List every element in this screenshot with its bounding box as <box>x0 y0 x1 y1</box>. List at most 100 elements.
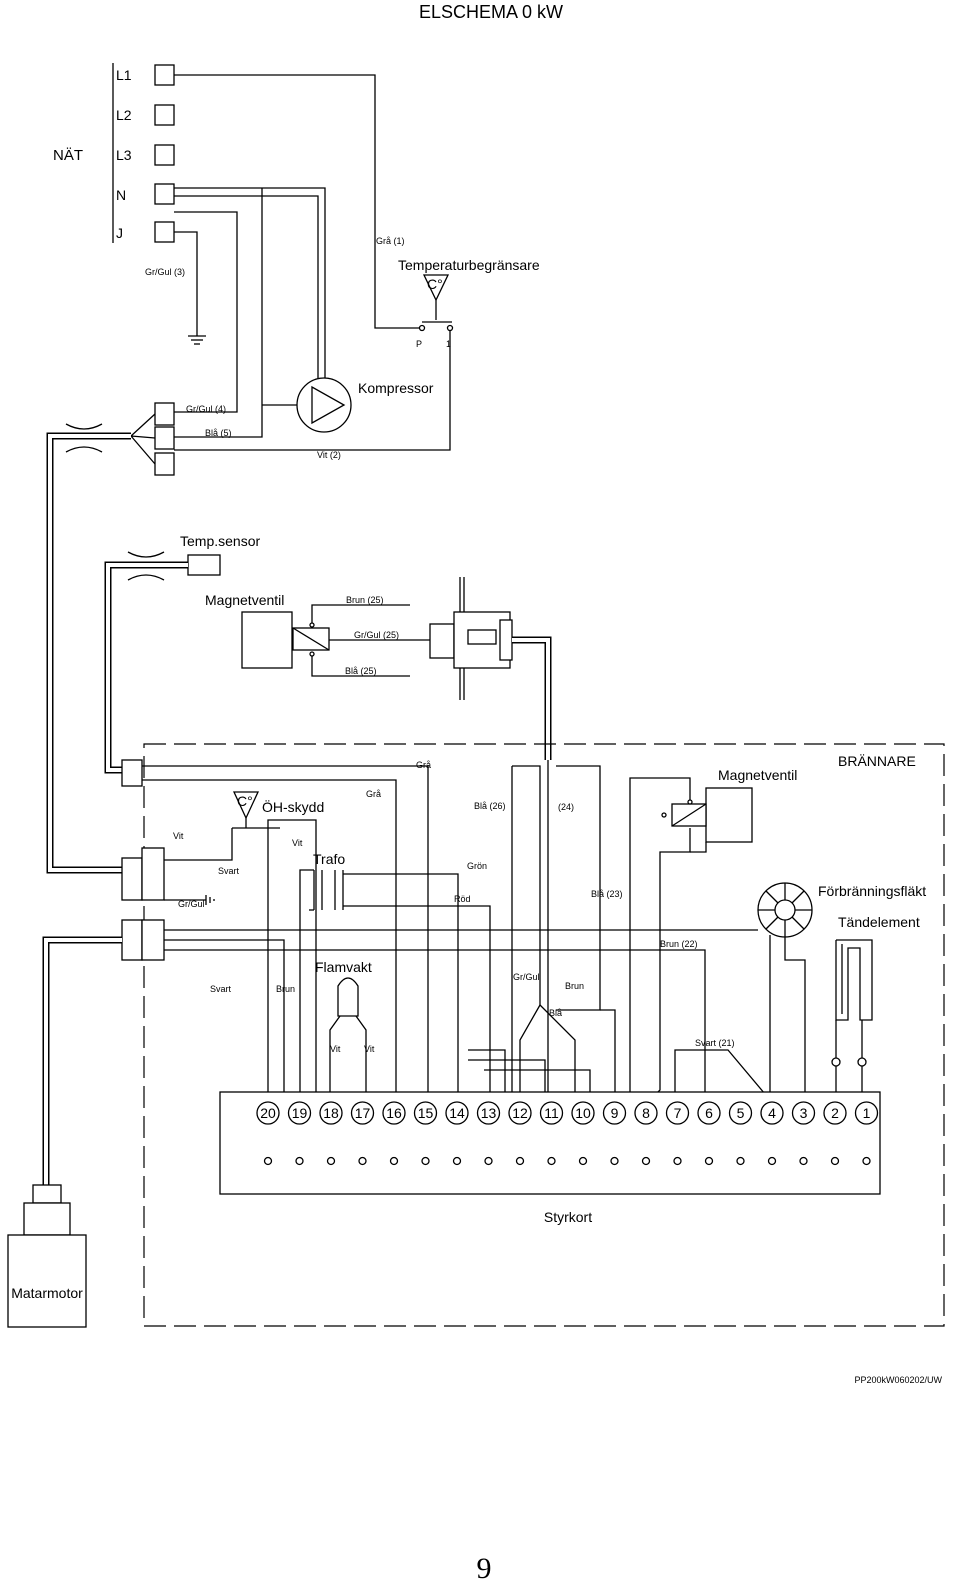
board-terminal-label: 17 <box>355 1105 371 1121</box>
feed-motor-neck <box>23 1202 71 1236</box>
net-terminal-block <box>154 144 175 166</box>
board-terminal <box>319 1101 343 1125</box>
flame-sensor-icon <box>337 977 359 1017</box>
solenoid-valve-2-body <box>705 787 753 843</box>
net-terminal-block <box>154 221 175 243</box>
doc-code: PP200kW060202/UW <box>854 1375 942 1385</box>
board-screw <box>484 1156 493 1166</box>
board-terminal-label: 1 <box>863 1105 871 1121</box>
board-screw <box>421 1156 430 1166</box>
board-screw <box>673 1156 682 1166</box>
wire-label: Brun (25) <box>346 595 384 605</box>
board-terminal-label: 12 <box>512 1105 528 1121</box>
transformer-icon <box>313 870 344 910</box>
wire-label: Vit <box>292 838 303 848</box>
board-terminal-label: 7 <box>674 1105 682 1121</box>
board-terminal <box>791 1101 816 1125</box>
board-terminal <box>571 1101 595 1125</box>
wire-label: Brun (22) <box>660 939 698 949</box>
board-terminal-label: 6 <box>705 1105 713 1121</box>
board-terminal <box>760 1101 784 1125</box>
wire-label: Brun <box>276 984 295 994</box>
celsius-label: C° <box>237 793 253 809</box>
earth-symbol <box>188 335 206 345</box>
board-terminal <box>728 1101 753 1125</box>
diagram-title: ELSCHEMA 0 kW <box>419 2 563 22</box>
board-terminal <box>256 1101 280 1125</box>
wire-label: Vit <box>330 1044 341 1054</box>
board-screw <box>862 1156 871 1166</box>
board-terminal <box>697 1101 721 1125</box>
board-terminal-label: 18 <box>323 1105 339 1121</box>
wire-label: Brun <box>565 981 584 991</box>
feed-motor-connector <box>32 1184 62 1204</box>
wire-label: Gr/Gul (3) <box>145 267 185 277</box>
board-terminal-label: 14 <box>449 1105 465 1121</box>
wire-label: Gr/Gul (4) <box>186 404 226 414</box>
board-terminal <box>634 1101 658 1125</box>
wire-label: Röd <box>454 894 471 904</box>
board-terminal <box>665 1101 690 1125</box>
wire-label: Blå (25) <box>345 666 377 676</box>
overheat-label: ÖH-skydd <box>262 798 324 815</box>
board-screw <box>736 1156 745 1166</box>
burner-head-icon <box>429 577 513 700</box>
board-screw <box>767 1156 777 1166</box>
net-terminal-label: L3 <box>116 147 132 163</box>
earth-symbol <box>205 895 215 905</box>
board-terminal-label: 8 <box>642 1105 650 1121</box>
board-terminal-label: 16 <box>386 1105 402 1121</box>
board-screw <box>515 1156 525 1166</box>
transformer-label: Trafo <box>313 851 345 867</box>
board-screw <box>704 1156 714 1166</box>
combustion-fan-label: Förbränningsfläkt <box>818 883 926 899</box>
board-screw <box>799 1156 808 1166</box>
wire-label: Blå <box>549 1008 562 1018</box>
celsius-label: C° <box>427 276 443 292</box>
wire-label: Gr/Gul <box>178 899 205 909</box>
board-screw <box>326 1156 336 1166</box>
board-screw <box>610 1156 619 1166</box>
limiter-contact-label: 1 <box>446 339 451 349</box>
board-terminal-label: 19 <box>292 1105 308 1121</box>
board-screw <box>547 1156 556 1166</box>
feed-motor-body <box>7 1234 87 1328</box>
wire-label: Grå <box>366 789 381 799</box>
wire-label: Vit (2) <box>317 450 341 460</box>
board-terminal-label: 3 <box>800 1105 808 1121</box>
net-terminal-label: J <box>116 225 123 241</box>
board-terminal <box>508 1101 532 1125</box>
board-terminal <box>539 1101 564 1125</box>
board-terminal <box>445 1101 469 1125</box>
board-terminal-label: 2 <box>831 1105 839 1121</box>
page-number: 9 <box>477 1552 492 1585</box>
burner-connector <box>121 759 143 787</box>
board-terminal <box>476 1101 501 1125</box>
board-screw <box>389 1156 399 1166</box>
overheat-sensor-icon <box>232 791 260 820</box>
net-terminal-block <box>154 64 175 86</box>
solenoid-valve-2-label: Magnetventil <box>718 767 797 783</box>
burner-connector <box>121 919 143 961</box>
temp-limiter-label: Temperaturbegränsare <box>398 257 540 273</box>
net-label: NÄT <box>53 147 83 164</box>
board-terminal-label: 9 <box>611 1105 619 1121</box>
wire-label: Blå (23) <box>591 889 623 899</box>
board-terminal <box>413 1101 438 1125</box>
net-terminal-label: L2 <box>116 107 132 123</box>
compressor-connector <box>154 452 175 476</box>
burner-connector <box>121 857 143 901</box>
feed-motor-label: Matarmotor <box>11 1285 83 1301</box>
board-terminal <box>602 1101 627 1125</box>
wire-label: Blå (5) <box>205 428 232 438</box>
flame-guard-label: Flamvakt <box>315 959 372 975</box>
wire-label: Vit <box>173 831 184 841</box>
board-screw <box>578 1156 588 1166</box>
net-terminal-block <box>154 183 175 205</box>
board-terminal <box>823 1101 847 1125</box>
temp-sensor-label: Temp.sensor <box>180 533 260 549</box>
net-terminal-label: L1 <box>116 67 132 83</box>
wire-label: (24) <box>558 802 574 812</box>
thermostat-icon <box>422 274 450 302</box>
